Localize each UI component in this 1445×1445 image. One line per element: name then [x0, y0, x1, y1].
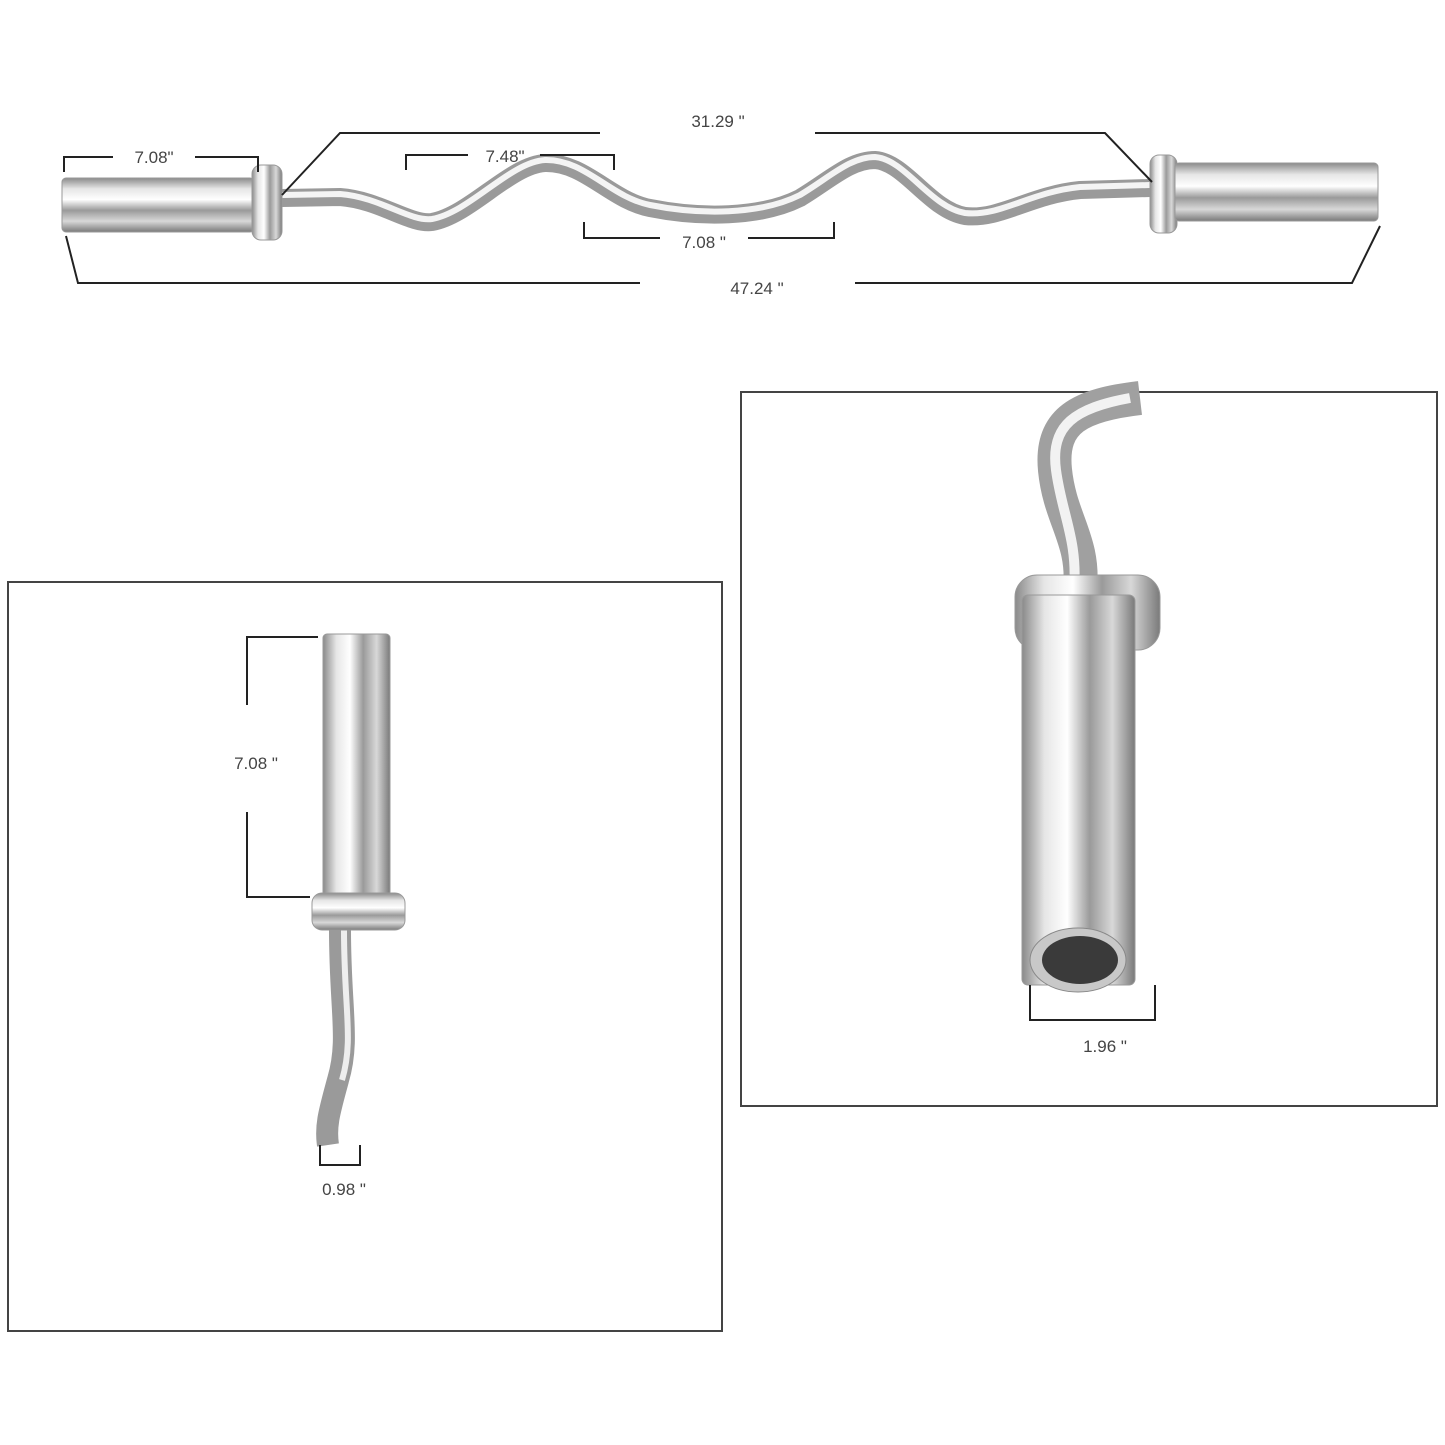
sleeve-detail-panel: 7.08 " 0.98 " [7, 581, 723, 1332]
sleeve-end-cap [1042, 936, 1118, 984]
vertical-collar [311, 892, 406, 931]
main-bar [61, 150, 1379, 241]
dim-line-shaft-diameter [319, 1145, 361, 1166]
dim-line-center-grip [583, 222, 835, 239]
dim-line-outer-bend [405, 154, 615, 170]
label-outer-bend-length: 7.48" [485, 147, 524, 166]
label-inner-length: 31.29 " [691, 112, 744, 131]
bar-shaft-highlight [281, 153, 1151, 223]
dim-line-sleeve-diameter [1029, 985, 1156, 1021]
shaft [316, 929, 355, 1147]
end-sleeve [1021, 594, 1136, 986]
right-sleeve [1174, 162, 1379, 222]
label-center-grip-length: 7.08 " [682, 233, 726, 252]
vertical-sleeve [322, 633, 391, 897]
dim-line-inner [281, 132, 1153, 196]
label-total-length: 47.24 " [730, 279, 783, 298]
dim-line-sleeve [63, 156, 259, 172]
label-detail-sleeve-length: 7.08 " [234, 754, 278, 773]
label-shaft-diameter: 0.98 " [322, 1180, 366, 1199]
right-collar [1149, 154, 1178, 234]
label-sleeve-diameter: 1.96 " [1083, 1037, 1127, 1056]
end-detail-panel: 1.96 " [740, 381, 1438, 1107]
label-sleeve-length: 7.08" [134, 148, 173, 167]
dim-line-total [65, 225, 1381, 284]
left-collar [251, 164, 283, 241]
shaft-highlight [339, 929, 351, 1081]
left-sleeve [61, 177, 255, 233]
dim-line-sleeve-vertical [246, 636, 318, 898]
main-dimensions: 7.08" 31.29 " 7.48" 7.08 " 47.24 " [63, 112, 1381, 298]
curved-shaft-highlight [1050, 393, 1131, 591]
